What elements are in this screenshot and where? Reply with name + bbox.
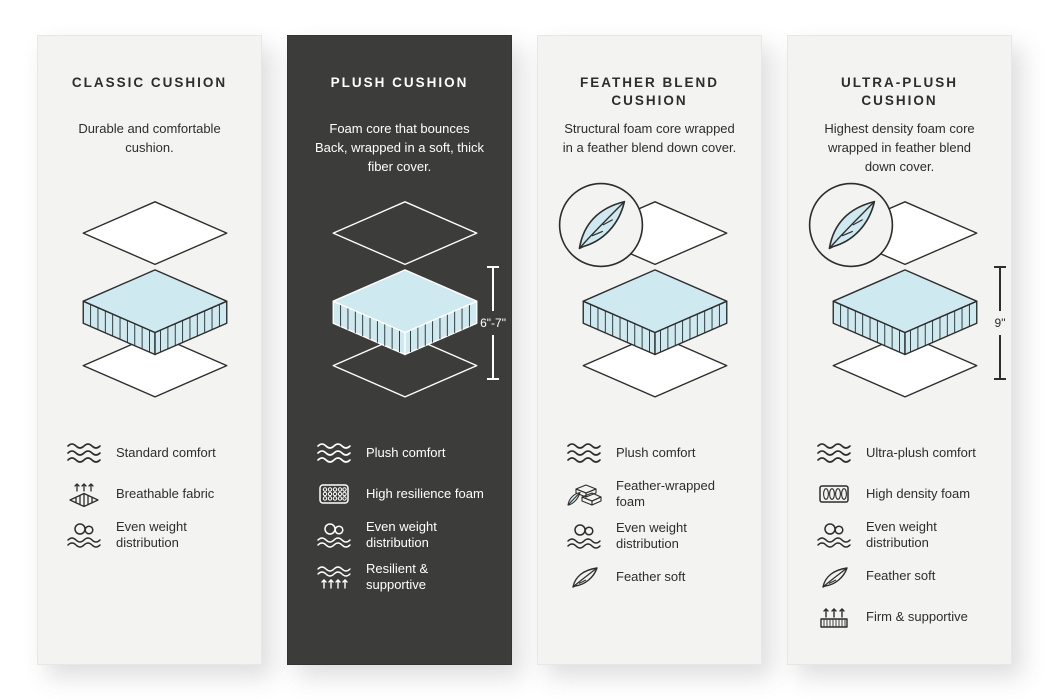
feature-label: Breathable fabric bbox=[116, 485, 215, 501]
feature-label: Feather-wrapped foam bbox=[616, 478, 715, 510]
card-description: Durable and comfortable cushion. bbox=[78, 121, 221, 155]
card-title: ULTRA-PLUSH CUSHION bbox=[841, 75, 958, 108]
measure-stem bbox=[492, 268, 494, 311]
card-title: CLASSIC CUSHION bbox=[71, 75, 228, 90]
cushion-diagram bbox=[62, 196, 248, 411]
feature-label: Firm & supportive bbox=[866, 609, 968, 625]
feature-label: High resilience foam bbox=[366, 485, 484, 501]
feature-label: Even weight distribution bbox=[366, 519, 437, 551]
feature-label: Standard comfort bbox=[116, 444, 216, 460]
feature-row: Even weight distribution bbox=[566, 520, 737, 553]
feature-row: Feather soft bbox=[816, 561, 987, 593]
card-description: Structural foam core wrapped in a feathe… bbox=[562, 121, 737, 155]
foam-icon bbox=[316, 481, 352, 507]
measurement-label: 6"-7" bbox=[480, 316, 506, 330]
card-classic-cushion: CLASSIC CUSHION Durable and comfortable … bbox=[37, 35, 262, 665]
feature-row: Firm & supportive bbox=[816, 602, 987, 634]
measure-stem bbox=[999, 268, 1001, 311]
card-description: Highest density foam core wrapped in fea… bbox=[824, 121, 975, 174]
weight-icon bbox=[316, 522, 352, 548]
wave-icon bbox=[816, 440, 852, 466]
measure-stem bbox=[999, 335, 1001, 378]
measure-cap bbox=[487, 266, 500, 268]
feature-row: Breathable fabric bbox=[66, 478, 237, 510]
card-plush-cushion: PLUSH CUSHION Foam core that bounces Bac… bbox=[287, 35, 512, 665]
feature-row: Resilient & supportive bbox=[316, 561, 487, 594]
feature-label: Plush comfort bbox=[366, 444, 446, 460]
card-title: FEATHER BLEND CUSHION bbox=[580, 75, 719, 108]
feature-row: Ultra-plush comfort bbox=[816, 437, 987, 469]
measure-stem bbox=[492, 335, 494, 378]
feature-label: Plush comfort bbox=[616, 444, 696, 460]
wave-icon bbox=[66, 440, 102, 466]
feature-row: Plush comfort bbox=[316, 437, 487, 469]
cushion-diagram: 6"-7" bbox=[312, 196, 506, 411]
feature-row: Plush comfort bbox=[566, 437, 737, 469]
feature-label: Resilient & supportive bbox=[366, 560, 429, 592]
feature-list: Standard comfort Breathable fabric Even … bbox=[62, 437, 237, 552]
resilient-icon bbox=[316, 564, 352, 590]
measurement-label: 9" bbox=[994, 316, 1006, 330]
weight-icon bbox=[566, 523, 602, 549]
firm-icon bbox=[816, 605, 852, 631]
feather-icon bbox=[816, 564, 852, 590]
feature-row: Even weight distribution bbox=[816, 519, 987, 552]
feature-label: Even weight distribution bbox=[616, 519, 687, 551]
feature-row: Feather soft bbox=[566, 561, 737, 593]
wave-icon bbox=[566, 440, 602, 466]
card-ultra-plush-cushion: ULTRA-PLUSH CUSHION Highest density foam… bbox=[787, 35, 1012, 665]
measure-cap bbox=[487, 378, 500, 380]
weight-icon bbox=[66, 522, 102, 548]
card-feather-blend-cushion: FEATHER BLEND CUSHION Structural foam co… bbox=[537, 35, 762, 665]
breathable-icon bbox=[66, 481, 102, 507]
feather-icon bbox=[566, 564, 602, 590]
feather-foam-icon bbox=[566, 481, 602, 507]
card-description: Foam core that bounces Back, wrapped in … bbox=[314, 121, 485, 174]
feather-badge-icon bbox=[556, 180, 646, 270]
feature-list: Plush comfort High resilience foam Even … bbox=[312, 437, 487, 593]
cushion-layers-icon bbox=[63, 196, 247, 399]
measure-cap bbox=[994, 266, 1006, 268]
wave-icon bbox=[316, 440, 352, 466]
feather-badge-icon bbox=[806, 180, 896, 270]
density-icon bbox=[816, 481, 852, 507]
feature-label: Feather soft bbox=[616, 568, 686, 584]
feature-row: Standard comfort bbox=[66, 437, 237, 469]
weight-icon bbox=[816, 522, 852, 548]
cushion-diagram bbox=[562, 196, 748, 411]
feature-label: Feather soft bbox=[866, 568, 936, 584]
measure-cap bbox=[994, 378, 1006, 380]
feature-row: Even weight distribution bbox=[66, 519, 237, 552]
feature-label: Ultra-plush comfort bbox=[866, 444, 976, 460]
feature-label: Even weight distribution bbox=[116, 519, 187, 551]
feature-list: Ultra-plush comfort High density foam Ev… bbox=[812, 437, 987, 634]
feature-row: Even weight distribution bbox=[316, 519, 487, 552]
cushion-diagram: 9" bbox=[812, 196, 1006, 411]
feature-label: High density foam bbox=[866, 485, 971, 501]
feature-row: High resilience foam bbox=[316, 478, 487, 510]
card-title: PLUSH CUSHION bbox=[330, 75, 469, 90]
feature-label: Even weight distribution bbox=[866, 519, 937, 551]
cushion-layers-icon bbox=[313, 196, 497, 399]
height-measurement: 9" bbox=[994, 266, 1006, 380]
height-measurement: 6"-7" bbox=[480, 266, 506, 380]
feature-row: High density foam bbox=[816, 478, 987, 510]
feature-row: Feather-wrapped foam bbox=[566, 478, 737, 511]
feature-list: Plush comfort Feather-wrapped foam Even … bbox=[562, 437, 737, 593]
